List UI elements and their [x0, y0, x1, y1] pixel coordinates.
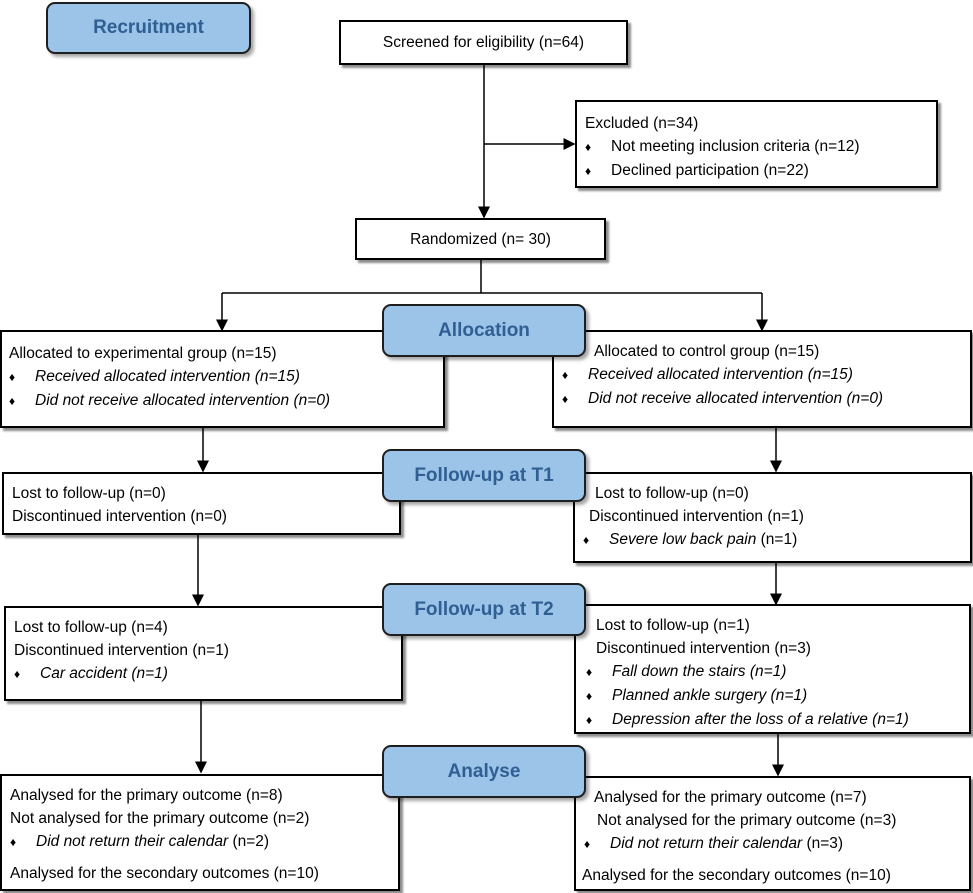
- experimental-analysis-not-primary: Not analysed for the primary outcome (n=…: [10, 810, 310, 827]
- stage-analyse: Analyse: [382, 745, 586, 798]
- stage-followup-t2-label: Follow-up at T2: [414, 598, 554, 620]
- control-t2-reason-text: Fall down the stairs (n=1): [612, 663, 787, 680]
- bullet-icon: ♦: [584, 837, 591, 851]
- experimental-allocation-item: ♦ Received allocated intervention (n=15): [9, 365, 443, 389]
- bullet-icon: ♦: [583, 533, 590, 547]
- control-t1-reason-text: Severe low back pain: [609, 531, 757, 548]
- control-allocation-item: ♦ Received allocated intervention (n=15): [562, 363, 970, 387]
- bullet-icon: ♦: [586, 713, 593, 727]
- control-analysis-secondary: Analysed for the secondary outcomes (n=1…: [582, 867, 891, 884]
- experimental-allocation-item-text: Received allocated intervention (n=15): [35, 368, 300, 385]
- bullet-icon: ♦: [562, 392, 569, 406]
- control-t2-discontinued: Discontinued intervention (n=3): [596, 640, 811, 657]
- stage-followup-t1-label: Follow-up at T1: [414, 464, 554, 486]
- control-analysis-reason: ♦ Did not return their calendar (n=3): [584, 832, 969, 856]
- stage-recruitment-label: Recruitment: [93, 17, 204, 38]
- experimental-allocation-title: Allocated to experimental group (n=15): [9, 345, 277, 362]
- control-allocation-box: Allocated to control group (n=15) ♦ Recei…: [552, 330, 972, 428]
- control-t1-lost: Lost to follow-up (n=0): [595, 485, 749, 502]
- control-t2-lost: Lost to follow-up (n=1): [596, 617, 750, 634]
- experimental-t1-lost: Lost to follow-up (n=0): [12, 485, 166, 502]
- excluded-box: Excluded (n=34) ♦ Not meeting inclusion c…: [575, 100, 938, 188]
- experimental-allocation-item: ♦ Did not receive allocated intervention …: [9, 389, 443, 413]
- experimental-t2-discontinued: Discontinued intervention (n=1): [14, 642, 229, 659]
- experimental-t2-reason-text: Car accident (n=1): [40, 665, 168, 682]
- bullet-icon: ♦: [586, 665, 593, 679]
- bullet-icon: ♦: [585, 164, 592, 178]
- experimental-t2-reason: ♦ Car accident (n=1): [14, 662, 401, 686]
- stage-allocation-label: Allocation: [438, 319, 530, 341]
- excluded-item-text: Not meeting inclusion criteria (n=12): [611, 138, 860, 155]
- stage-analyse-label: Analyse: [447, 760, 521, 782]
- control-t2-reason: ♦ Depression after the loss of a relative…: [586, 708, 969, 732]
- control-analysis-box: Analysed for the primary outcome (n=7) N…: [574, 776, 971, 891]
- experimental-analysis-secondary: Analysed for the secondary outcomes (n=1…: [10, 865, 319, 882]
- control-t1-box: Lost to follow-up (n=0) Discontinued int…: [573, 472, 972, 563]
- experimental-t2-lost: Lost to follow-up (n=4): [14, 619, 168, 636]
- stage-allocation: Allocation: [382, 304, 586, 357]
- experimental-analysis-reason-text: Did not return their calendar: [36, 833, 229, 850]
- stage-recruitment: Recruitment: [46, 2, 251, 54]
- control-t2-reason: ♦ Fall down the stairs (n=1): [586, 660, 969, 684]
- control-t2-reason-text: Planned ankle surgery (n=1): [612, 687, 808, 704]
- randomized-box: Randomized (n= 30): [355, 218, 606, 260]
- control-t1-discontinued: Discontinued intervention (n=1): [589, 508, 804, 525]
- excluded-item-text: Declined participation (n=22): [611, 162, 809, 179]
- stage-followup-t2: Follow-up at T2: [382, 583, 586, 636]
- stage-followup-t1: Follow-up at T1: [382, 449, 586, 502]
- control-analysis-primary: Analysed for the primary outcome (n=7): [594, 789, 867, 806]
- control-allocation-item-text: Received allocated intervention (n=15): [588, 366, 853, 383]
- control-analysis-not-primary: Not analysed for the primary outcome (n=…: [597, 812, 897, 829]
- excluded-title: Excluded (n=34): [585, 115, 699, 132]
- experimental-t1-box: Lost to follow-up (n=0) Discontinued int…: [2, 472, 401, 535]
- control-t1-reason-count: (n=1): [756, 531, 798, 548]
- experimental-analysis-box: Analysed for the primary outcome (n=8) N…: [0, 774, 400, 891]
- control-allocation-item-text: Did not receive allocated intervention (…: [588, 390, 884, 407]
- control-allocation-title: Allocated to control group (n=15): [594, 343, 820, 360]
- control-allocation-item: ♦ Did not receive allocated intervention …: [562, 387, 970, 411]
- bullet-icon: ♦: [585, 140, 592, 154]
- randomized-label: Randomized (n= 30): [410, 230, 551, 248]
- control-t2-reason: ♦ Planned ankle surgery (n=1): [586, 684, 969, 708]
- experimental-analysis-primary: Analysed for the primary outcome (n=8): [10, 787, 283, 804]
- experimental-analysis-reason-count: (n=2): [228, 833, 270, 850]
- excluded-item: ♦ Not meeting inclusion criteria (n=12): [585, 135, 936, 159]
- control-t2-reason-text: Depression after the loss of a relative …: [612, 711, 909, 728]
- excluded-item: ♦ Declined participation (n=22): [585, 159, 936, 183]
- bullet-icon: ♦: [10, 835, 17, 849]
- experimental-allocation-box: Allocated to experimental group (n=15) ♦…: [0, 330, 445, 428]
- experimental-t1-discontinued: Discontinued intervention (n=0): [12, 508, 227, 525]
- screened-label: Screened for eligibility (n=64): [382, 34, 585, 51]
- control-analysis-reason-text: Did not return their calendar: [610, 835, 803, 852]
- control-analysis-reason-count: (n=3): [802, 835, 844, 852]
- bullet-icon: ♦: [562, 368, 569, 382]
- bullet-icon: ♦: [586, 689, 593, 703]
- bullet-icon: ♦: [9, 370, 16, 384]
- experimental-allocation-item-text: Did not receive allocated intervention (…: [35, 392, 331, 409]
- screened-box: Screened for eligibility (n=64): [339, 20, 628, 65]
- control-t2-box: Lost to follow-up (n=1) Discontinued int…: [574, 604, 971, 734]
- bullet-icon: ♦: [9, 394, 16, 408]
- bullet-icon: ♦: [14, 667, 21, 681]
- control-t1-reason: ♦ Severe low back pain (n=1): [583, 528, 970, 552]
- experimental-t2-box: Lost to follow-up (n=4) Discontinued int…: [4, 606, 403, 701]
- experimental-analysis-reason: ♦ Did not return their calendar (n=2): [10, 830, 398, 854]
